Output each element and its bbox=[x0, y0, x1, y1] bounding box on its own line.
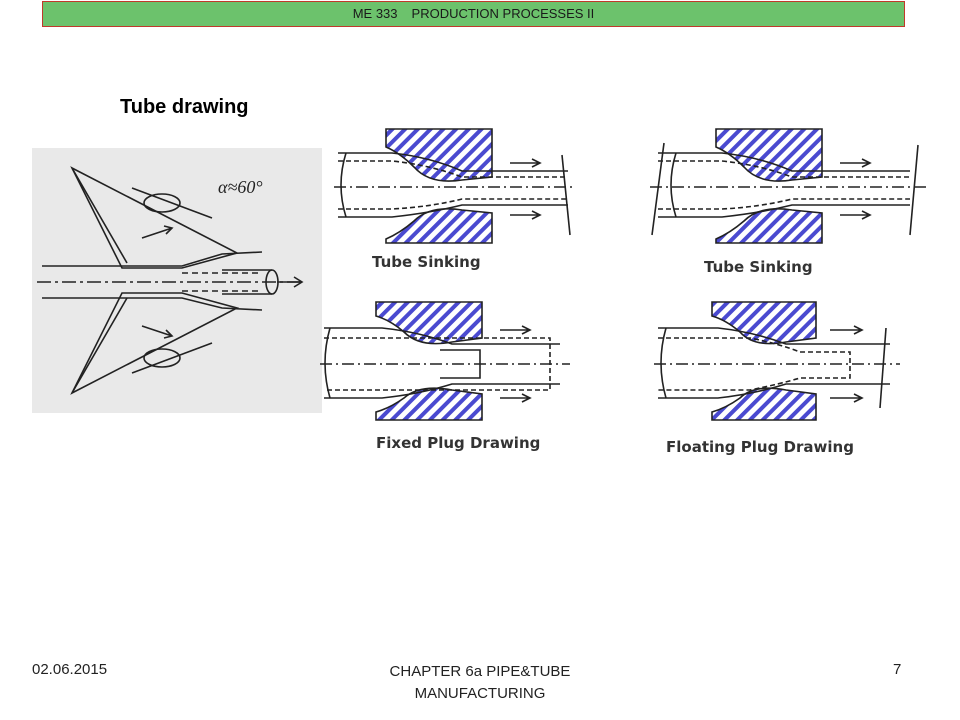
fixed-plug-drawing-diagram bbox=[320, 301, 570, 421]
header-bar: ME 333 PRODUCTION PROCESSES II bbox=[42, 1, 905, 27]
figure-label-tube-sinking-1: Tube Sinking bbox=[372, 253, 481, 271]
footer-chapter: CHAPTER 6a PIPE&TUBE MANUFACTURING bbox=[389, 663, 571, 702]
tube-sinking-diagram-1 bbox=[334, 128, 574, 244]
floating-plug-drawing-diagram bbox=[654, 301, 900, 421]
course-title: PRODUCTION PROCESSES II bbox=[411, 6, 595, 21]
angle-label: α≈60° bbox=[218, 177, 263, 197]
tube-drawing-sketch: α≈60° bbox=[32, 148, 322, 413]
slide-title: Tube drawing bbox=[120, 96, 249, 118]
figure-label-floating-plug-drawing: Floating Plug Drawing bbox=[666, 438, 854, 456]
figure-label-fixed-plug-drawing: Fixed Plug Drawing bbox=[376, 434, 541, 452]
tube-sinking-diagram-2 bbox=[650, 128, 930, 244]
footer-date: 02.06.2015 bbox=[32, 661, 108, 678]
figure-label-tube-sinking-2: Tube Sinking bbox=[704, 258, 813, 276]
course-code: ME 333 bbox=[352, 6, 398, 21]
footer-page-number: 7 bbox=[893, 661, 902, 678]
